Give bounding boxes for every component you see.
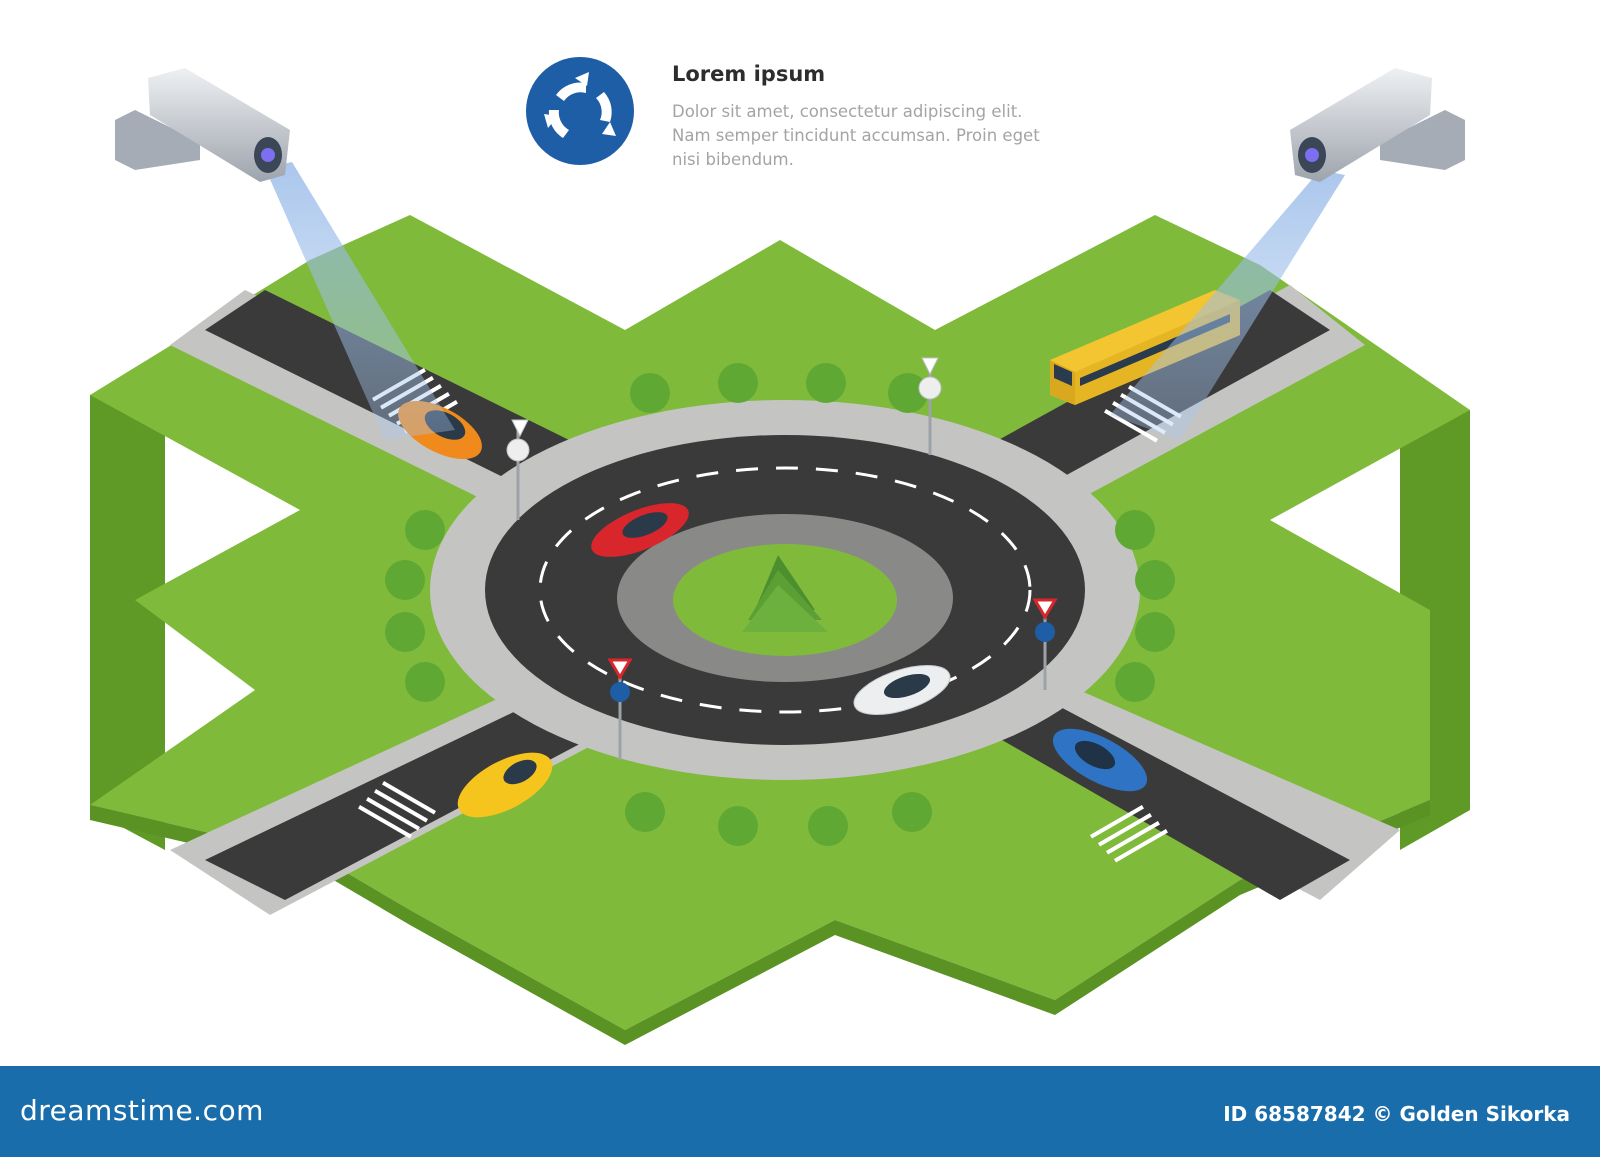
yield-sign-icon xyxy=(1032,598,1058,690)
bush-icon xyxy=(718,363,758,403)
cctv-camera-icon xyxy=(1290,68,1465,182)
bush-icon xyxy=(888,373,928,413)
bush-icon xyxy=(892,792,932,832)
grass-side xyxy=(90,340,310,850)
car-white xyxy=(853,664,951,716)
bushes xyxy=(385,363,1175,846)
info-line-2: Nam semper tincidunt accumsan. Proin ege… xyxy=(672,126,1040,145)
roundabout-lane-marks xyxy=(538,466,1032,714)
bush-icon xyxy=(1135,560,1175,600)
info-line-1: Dolor sit amet, consectetur adipiscing e… xyxy=(672,102,1023,121)
crosswalk-se xyxy=(1090,805,1168,863)
bush-icon xyxy=(630,373,670,413)
van-yellow xyxy=(457,752,553,818)
bush-icon xyxy=(1115,510,1155,550)
footer-logo: dreamstime.com xyxy=(20,1094,264,1127)
bush-icon xyxy=(385,612,425,652)
tree-icon xyxy=(742,555,828,632)
cctv-camera-icon xyxy=(115,68,290,182)
bush-icon xyxy=(718,806,758,846)
camera-beam-left xyxy=(265,162,455,440)
sign-pole-ne xyxy=(918,357,942,455)
car-red xyxy=(591,503,689,557)
bush-icon xyxy=(808,806,848,846)
bush-icon xyxy=(405,662,445,702)
road-sw xyxy=(205,685,625,900)
bush-icon xyxy=(625,792,665,832)
bush-icon xyxy=(1135,612,1175,652)
sign-pole-nw xyxy=(506,419,530,520)
bush-icon xyxy=(1115,662,1155,702)
grass-base-edge xyxy=(90,800,1430,1045)
crosswalk-sw xyxy=(358,781,436,839)
roundabout xyxy=(430,400,1140,780)
roundabout-sign-icon xyxy=(526,57,634,165)
yield-sign-icon xyxy=(607,658,633,760)
info-line-3: nisi bibendum. xyxy=(672,150,794,169)
bush-icon xyxy=(806,363,846,403)
footer-bar: dreamstime.com ID 68587842 © Golden Siko… xyxy=(0,1066,1600,1157)
roundabout-illustration xyxy=(90,57,1470,1045)
camera-beam-right xyxy=(1110,170,1345,440)
bush-icon xyxy=(385,560,425,600)
bush-icon xyxy=(405,510,445,550)
road-se xyxy=(950,675,1350,900)
car-blue xyxy=(1052,728,1148,792)
footer-credit: ID 68587842 © Golden Sikorka xyxy=(1223,1102,1570,1126)
info-title: Lorem ipsum xyxy=(672,62,826,86)
